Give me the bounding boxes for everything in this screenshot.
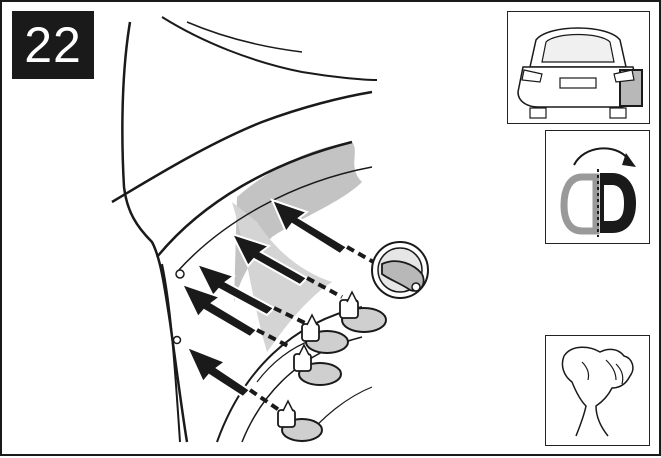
screw-clip [372,242,428,298]
push-clip [340,292,386,332]
step-number: 22 [12,11,94,79]
fender-outline [122,22,187,442]
car-rear-view-icon [508,12,648,122]
rotate-clockwise-icon [546,131,648,241]
rotate-inset [545,130,650,244]
car-location-inset [507,11,650,124]
hand-grip-icon [546,336,648,444]
fender-mid-line [187,22,302,52]
clip-hole [174,337,181,344]
removal-arrow [272,200,377,264]
push-clip [278,401,322,441]
hand-inset [545,335,650,446]
clip-hole [176,270,184,278]
fender-top-line [162,17,377,80]
